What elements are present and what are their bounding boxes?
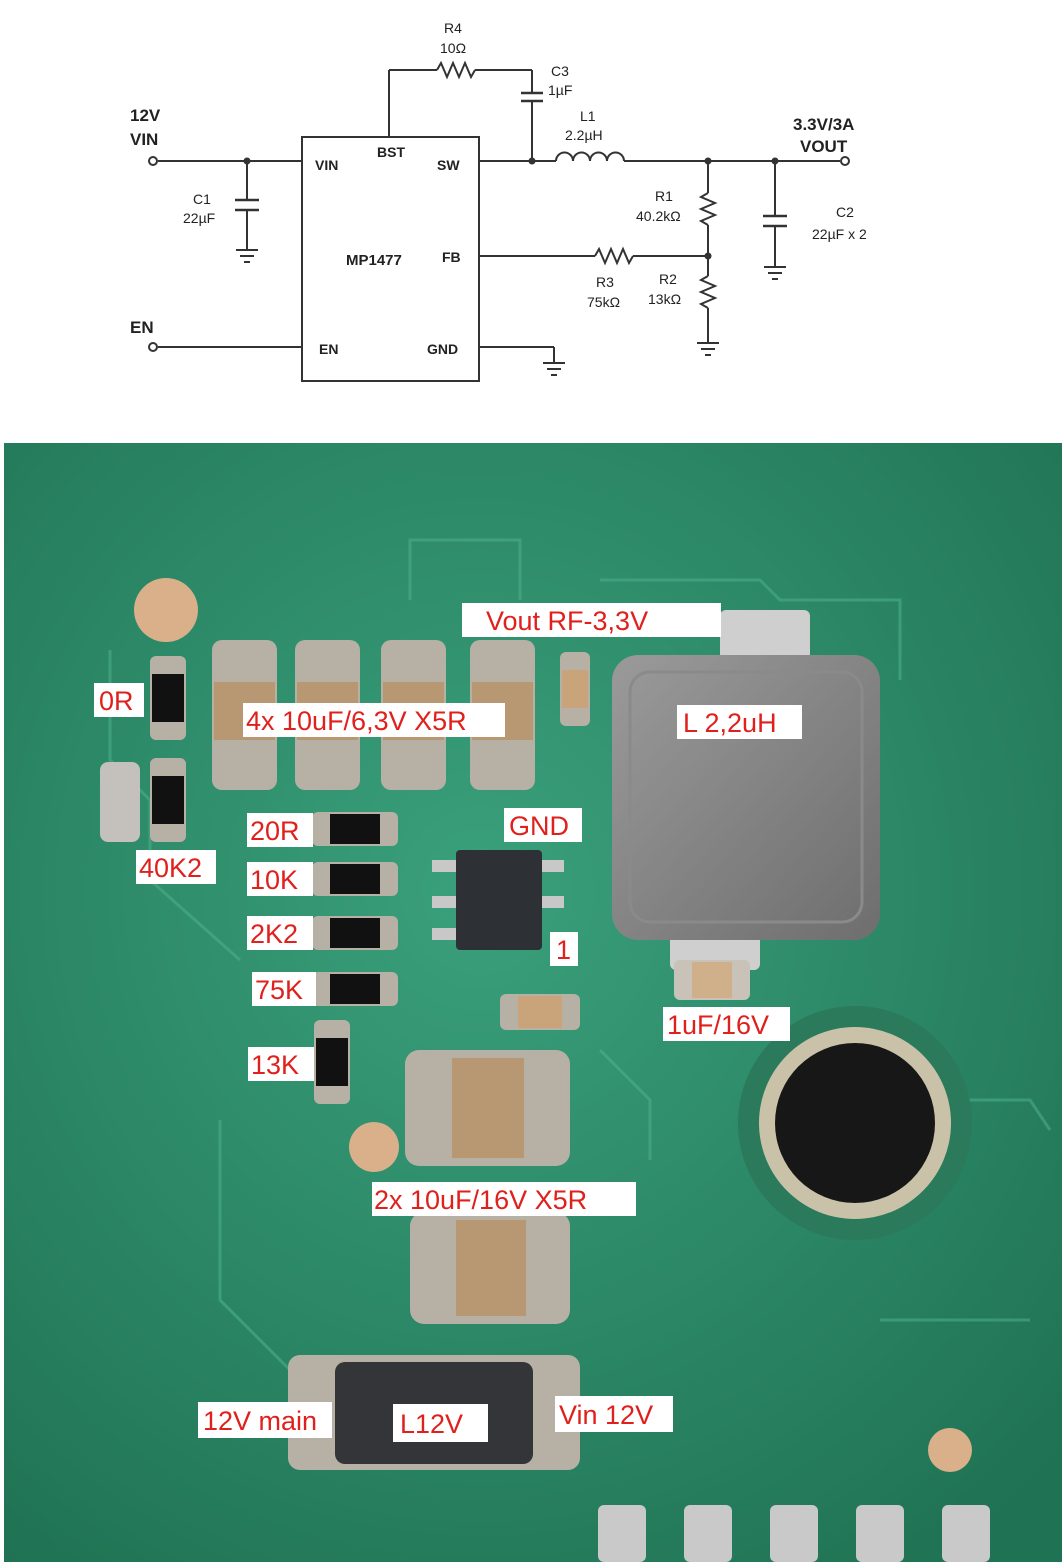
pin-gnd-label: GND	[427, 341, 458, 357]
r1-ref: R1	[655, 188, 673, 204]
label-20r: 20R	[250, 816, 300, 846]
input-label: VIN	[130, 130, 158, 149]
pin-fb-label: FB	[442, 249, 461, 265]
pin-vin-label: VIN	[315, 157, 338, 173]
label-10k: 10K	[250, 865, 298, 895]
c3-value: 1µF	[548, 82, 572, 98]
schematic-diagram: 12V VIN EN 3.3V/3A VOUT VIN BST SW MP147…	[130, 20, 867, 382]
label-vin-12v: Vin 12V	[559, 1400, 653, 1430]
input-voltage-label: 12V	[130, 106, 161, 125]
label-gnd: GND	[509, 811, 569, 841]
r1-value: 40.2kΩ	[636, 208, 681, 224]
l1-value: 2.2µH	[565, 127, 603, 143]
inductor-component	[612, 610, 880, 970]
label-vout-rf: Vout RF-3,3V	[486, 606, 648, 636]
c2-ref: C2	[836, 204, 854, 220]
label-inductor: L 2,2uH	[683, 708, 777, 738]
test-pad	[349, 1122, 399, 1172]
r2-ref: R2	[659, 271, 677, 287]
ic-chip	[432, 850, 564, 950]
label-pin1: 1	[556, 935, 571, 965]
ic-name-label: MP1477	[346, 252, 402, 269]
label-12v-main: 12V main	[203, 1406, 317, 1436]
r3-value: 75kΩ	[587, 294, 620, 310]
pin-sw-label: SW	[437, 157, 460, 173]
label-input-caps: 2x 10uF/16V X5R	[374, 1185, 587, 1215]
label-output-caps: 4x 10uF/6,3V X5R	[246, 706, 467, 736]
label-40k2: 40K2	[139, 853, 202, 883]
c3-ref: C3	[551, 63, 569, 79]
r3-ref: R3	[596, 274, 614, 290]
test-pad	[928, 1428, 972, 1472]
enable-label: EN	[130, 318, 154, 337]
label-l12v: L12V	[400, 1409, 463, 1439]
r4-ref: R4	[444, 20, 462, 36]
ic-body	[301, 136, 480, 382]
c1-ref: C1	[193, 191, 211, 207]
pin-en-label: EN	[319, 341, 338, 357]
label-1uf: 1uF/16V	[667, 1010, 769, 1040]
label-0r: 0R	[99, 686, 134, 716]
input-capacitors	[405, 1050, 570, 1324]
c2-value: 22µF x 2	[812, 226, 867, 242]
label-2k2: 2K2	[250, 919, 298, 949]
c1-value: 22µF	[183, 210, 215, 226]
test-pad	[134, 578, 198, 642]
label-13k: 13K	[251, 1050, 299, 1080]
output-label: VOUT	[800, 137, 848, 156]
r2-value: 13kΩ	[648, 291, 681, 307]
output-voltage-label: 3.3V/3A	[793, 115, 854, 134]
l1-ref: L1	[580, 108, 596, 124]
label-75k: 75K	[255, 975, 303, 1005]
pin-bst-label: BST	[377, 144, 405, 160]
r4-value: 10Ω	[440, 40, 466, 56]
